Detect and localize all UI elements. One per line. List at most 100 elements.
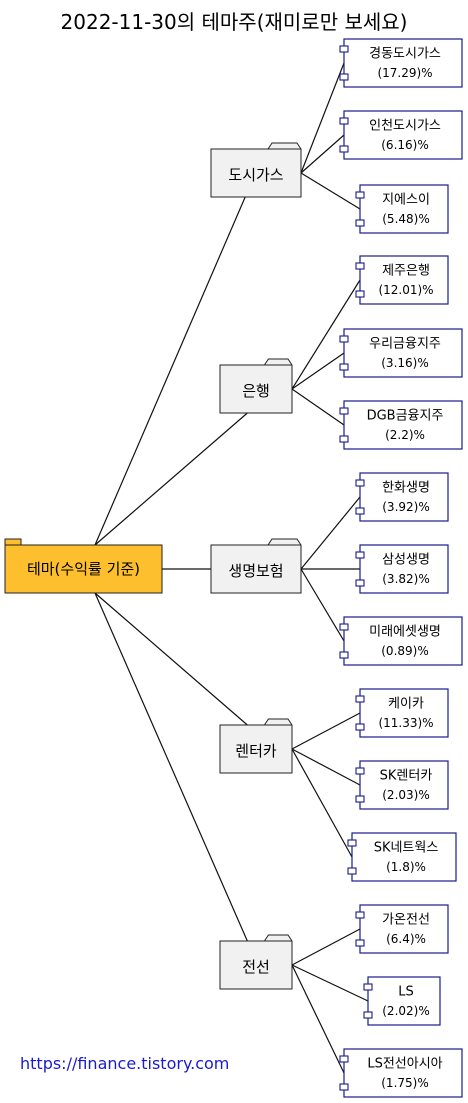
stock-box (351, 832, 457, 882)
component-port (339, 145, 349, 153)
component-port (339, 1055, 349, 1063)
component-port (355, 939, 365, 947)
connector-line (291, 352, 345, 390)
component-port (355, 191, 365, 199)
stock-name: SK렌터카 (380, 769, 433, 784)
connector-line (291, 928, 361, 966)
stock-box (343, 38, 463, 88)
theme-node: 은행 (219, 358, 293, 414)
stock-return: (3.92)% (382, 500, 429, 514)
stock-node: 인천도시가스 (6.16)% (339, 110, 463, 160)
connector-line (291, 279, 361, 390)
stock-node: LS(2.02)% (363, 976, 441, 1026)
stock-node: 우리금융지주(3.16)% (339, 328, 463, 378)
connector-line (291, 748, 361, 786)
component-port (339, 363, 349, 371)
component-port (355, 479, 365, 487)
theme-folder-shape (219, 718, 293, 774)
component-port (355, 767, 365, 775)
theme-node: 도시가스 (210, 142, 302, 198)
stock-name: 미래에셋생명 (369, 625, 441, 640)
component-port (355, 911, 365, 919)
stock-node: LS전선아시아 (1.75)% (339, 1048, 463, 1098)
stock-box (359, 255, 449, 305)
stock-box (343, 328, 463, 378)
component-port (339, 73, 349, 81)
component-port (355, 723, 365, 731)
theme-label: 전선 (242, 958, 270, 976)
component-port (355, 795, 365, 803)
source-link[interactable]: https://finance.tistory.com (20, 1054, 230, 1073)
theme-label: 은행 (242, 382, 270, 400)
stock-return: (3.82)% (382, 572, 429, 586)
stock-node: 한화생명 (3.92)% (355, 472, 449, 522)
stock-box (343, 110, 463, 160)
stock-return: (1.75)% (381, 1076, 428, 1090)
stock-return: (11.33)% (378, 716, 433, 730)
stock-box (359, 544, 449, 594)
connector-line (291, 964, 369, 1002)
theme-label: 렌터카 (235, 742, 277, 760)
component-port (339, 623, 349, 631)
stock-node: 제주은행(12.01)% (355, 255, 449, 305)
component-port (355, 290, 365, 298)
root-box (4, 544, 163, 594)
component-port (355, 262, 365, 270)
component-port (339, 651, 349, 659)
stock-name: 삼성생명 (382, 553, 430, 568)
theme-label: 도시가스 (228, 166, 283, 184)
theme-node: 생명보험 (210, 538, 302, 594)
component-port (339, 335, 349, 343)
stock-node: 가온전선(6.4)% (355, 904, 449, 954)
component-port (339, 117, 349, 125)
stock-name: 지에스이 (382, 193, 430, 208)
stock-return: (2.2)% (385, 428, 425, 442)
connector-line (300, 134, 345, 174)
component-port (347, 839, 357, 847)
component-port (363, 983, 373, 991)
stock-box (359, 904, 449, 954)
stock-return: (0.89)% (381, 644, 428, 658)
stock-box (343, 400, 463, 450)
component-port (339, 435, 349, 443)
stock-name: 케이카 (388, 697, 424, 712)
connector-line (300, 172, 361, 210)
connector-line (291, 388, 345, 426)
component-port (355, 219, 365, 227)
stock-name: LS전선아시아 (367, 1057, 442, 1072)
stock-return: (2.03)% (382, 788, 429, 802)
folder-tab (4, 538, 22, 546)
connector-line (94, 592, 248, 726)
stock-return: (5.48)% (382, 212, 429, 226)
stock-node: SK네트웍스(1.8)% (347, 832, 457, 882)
stock-name: DGB금융지주 (367, 409, 444, 424)
stock-name: 한화생명 (382, 481, 430, 496)
theme-node: 렌터카 (219, 718, 293, 774)
stock-return: (6.16)% (381, 138, 428, 152)
stock-node: 삼성생명 (3.82)% (355, 544, 449, 594)
stock-name: LS (398, 985, 414, 1000)
stock-node: 미래에셋생명 (0.89)% (339, 616, 463, 666)
component-port (339, 1083, 349, 1091)
connector-line (300, 496, 361, 570)
connector-line (94, 592, 248, 942)
stock-return: (17.29)% (377, 66, 432, 80)
stock-name: 우리금융지주 (369, 337, 441, 352)
connector-line (94, 196, 246, 546)
connector-line (300, 568, 345, 642)
stock-name: 인천도시가스 (369, 119, 441, 134)
diagram-nodes: 테마(수익률 기준)도시가스경동도시가스(17.29)%인천도시가스(6.16)… (4, 38, 463, 1098)
stock-name: 경동도시가스 (369, 47, 441, 62)
stock-node: 지에스이 (5.48)% (355, 184, 449, 234)
theme-folder-shape (219, 934, 293, 990)
stock-return: (6.4)% (386, 932, 426, 946)
connector-line (291, 964, 345, 1074)
component-port (347, 867, 357, 875)
component-port (355, 507, 365, 515)
theme-folder-shape (219, 358, 293, 414)
connector-line (300, 62, 345, 174)
theme-label: 생명보험 (228, 562, 283, 580)
connector-line (291, 748, 353, 858)
stock-box (343, 616, 463, 666)
